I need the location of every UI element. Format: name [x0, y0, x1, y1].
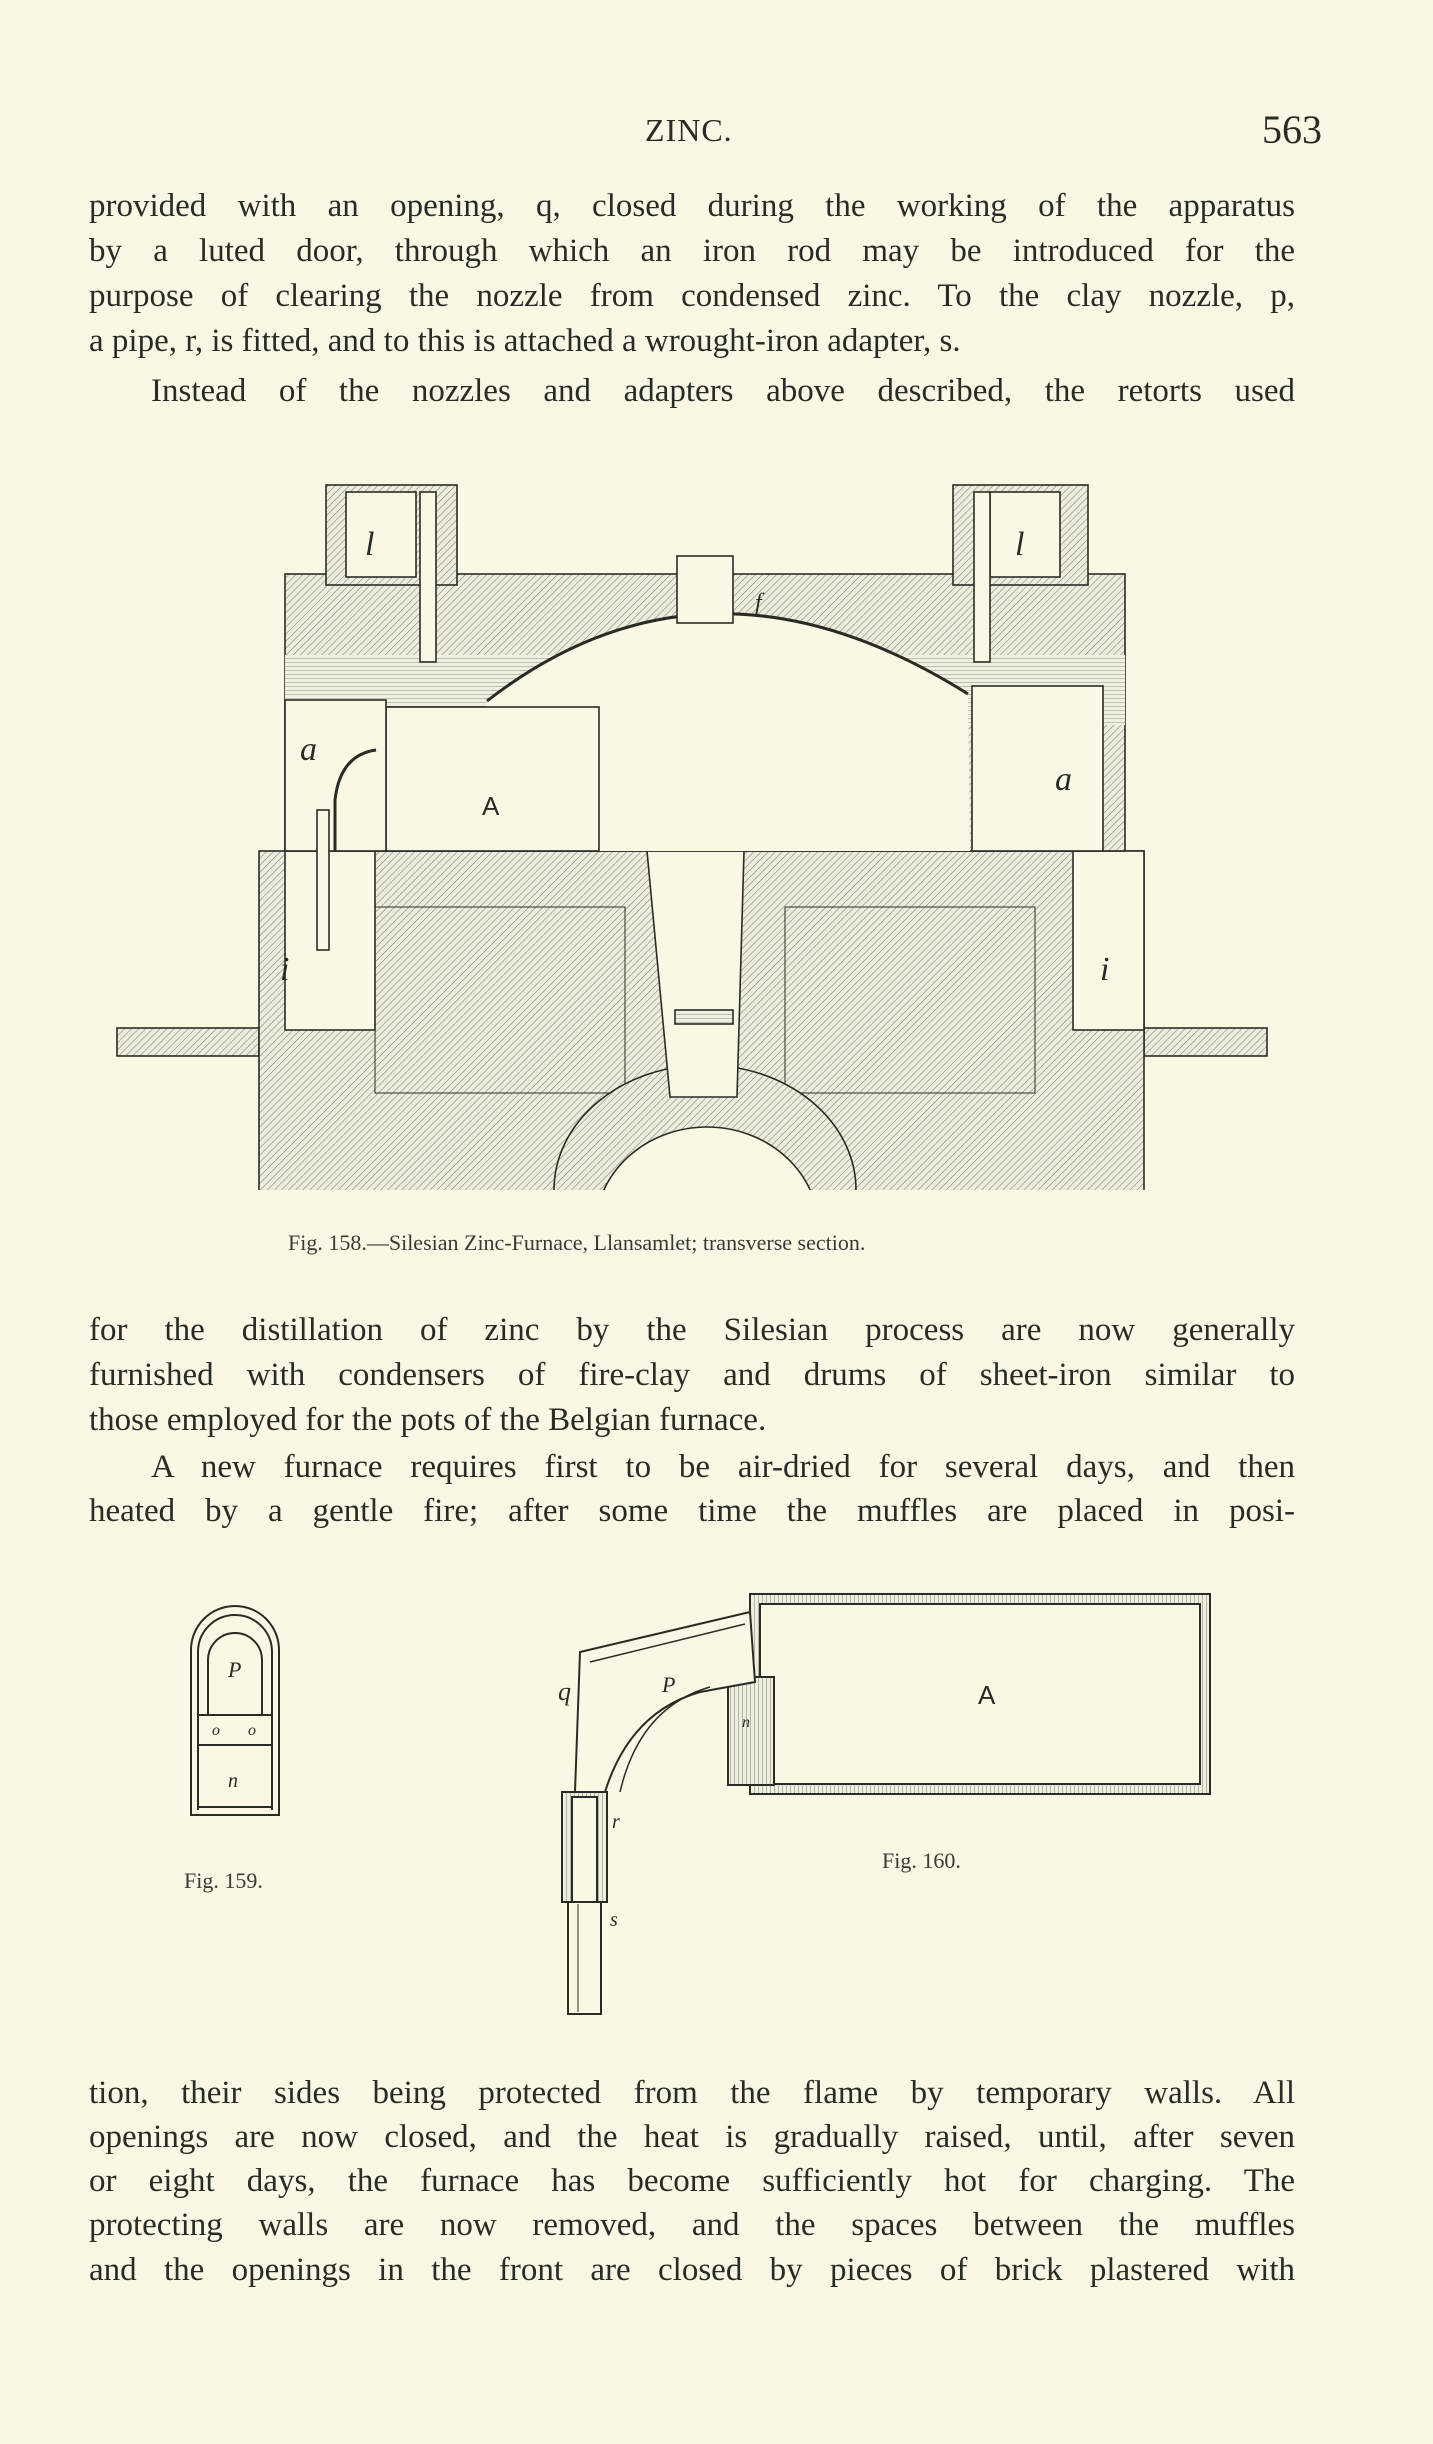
- text-line: and the openings in the front are closed…: [89, 2252, 1295, 2288]
- text-line: those employed for the pots of the Belgi…: [89, 1402, 767, 1438]
- text-line: heated by a gentle fire; after some time…: [89, 1493, 1295, 1529]
- text-line: purpose of clearing the nozzle from cond…: [89, 278, 1295, 314]
- label-n: n: [742, 1714, 750, 1731]
- label-A: A: [978, 1680, 996, 1710]
- fire-grate-arch: [602, 1126, 812, 1190]
- figure-158-caption: Fig. 158.—Silesian Zinc-Furnace, Llansam…: [288, 1230, 866, 1255]
- text-line: Instead of the nozzles and adapters abov…: [151, 373, 1295, 409]
- text-line: by a luted door, through which an iron r…: [89, 233, 1295, 269]
- text-line: for the distillation of zinc by the Sile…: [89, 1312, 1295, 1348]
- label-a: a: [1055, 761, 1072, 798]
- figure-160-muffle-section: A q P n r s: [558, 1593, 1211, 2015]
- label-o: o: [212, 1722, 220, 1739]
- text-line: provided with an opening, q, closed duri…: [89, 188, 1295, 224]
- text-line: protecting walls are now removed, and th…: [89, 2207, 1295, 2243]
- label-p: P: [227, 1657, 241, 1682]
- label-r: r: [612, 1811, 620, 1833]
- label-o: o: [248, 1722, 256, 1739]
- label-s: s: [610, 1909, 618, 1931]
- label-i: i: [1100, 951, 1109, 988]
- figure-160-caption: Fig. 160.: [882, 1848, 961, 1873]
- label-a: a: [300, 731, 317, 768]
- label-n: n: [228, 1770, 238, 1792]
- text-line: a pipe, r, is fitted, and to this is att…: [89, 323, 961, 359]
- text-line: or eight days, the furnace has become su…: [89, 2163, 1295, 2199]
- figure-159-muffle-front: P o o n: [190, 1605, 280, 1816]
- muffle-A: [385, 706, 600, 852]
- label-i: i: [280, 951, 289, 988]
- label-q: q: [558, 1677, 571, 1706]
- opening-n: [727, 1676, 775, 1786]
- text-line: tion, their sides being protected from t…: [89, 2075, 1295, 2111]
- page-number: 563: [1262, 107, 1322, 152]
- running-header: ZINC.: [645, 112, 733, 148]
- text-line: openings are now closed, and the heat is…: [89, 2119, 1295, 2155]
- text-line: furnished with condensers of fire-clay a…: [89, 1357, 1295, 1393]
- figure-159-caption: Fig. 159.: [184, 1868, 263, 1893]
- label-l: l: [1015, 526, 1024, 563]
- label-f: f: [755, 590, 765, 616]
- text-line: A new furnace requires first to be air-d…: [151, 1449, 1295, 1485]
- label-l: l: [365, 526, 374, 563]
- label-A: A: [482, 791, 500, 821]
- figure-158-furnace-section: l l f a a A i i g: [116, 484, 1268, 1190]
- label-p: P: [661, 1672, 675, 1697]
